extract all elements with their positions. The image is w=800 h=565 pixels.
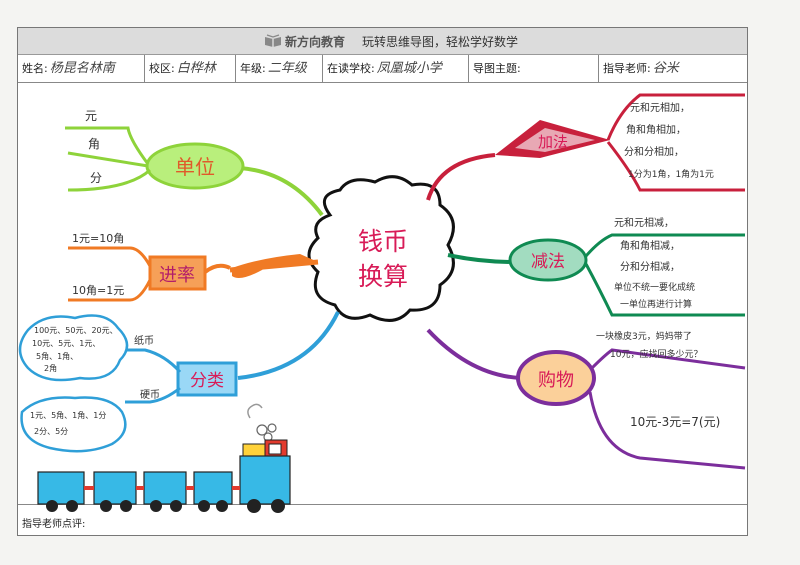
- branch-unit: 单位 元 角 分: [65, 109, 324, 217]
- add-leaf-2: 角和角相加，: [626, 123, 686, 136]
- center-node: 钱币 换算: [307, 175, 455, 322]
- category-coin-label: 硬币: [140, 389, 160, 401]
- branch-shop-label: 购物: [538, 370, 574, 391]
- name-label: 姓名:: [22, 62, 48, 75]
- school-label: 在读学校:: [327, 62, 375, 75]
- brand-name: 新方向教育: [285, 35, 346, 49]
- branch-add-label: 加法: [538, 133, 568, 151]
- grade-cell: 年级:二年级: [236, 55, 323, 82]
- header-bar: 新方向教育 玩转思维导图，轻松学好数学: [18, 28, 747, 55]
- center-line-2: 换算: [358, 262, 408, 291]
- add-leaf-3: 分和分相加，: [624, 145, 684, 158]
- branch-add: 加法 元和元相加， 角和角相加， 分和分相加， 1分为1角，1角为1元: [426, 93, 745, 201]
- branch-category: 分类 纸币 硬币 100元、50元、20元、 10元、5元、1元、 5角、1角、…: [18, 311, 340, 453]
- name-cell: 姓名:杨昆名林南: [18, 55, 145, 82]
- branch-category-label: 分类: [190, 371, 224, 391]
- paper-item-4: 2角: [44, 363, 57, 373]
- campus-value: 白桦林: [176, 61, 216, 76]
- teacher-cell: 指导老师:谷米: [599, 55, 747, 82]
- footer-divider: [18, 504, 747, 505]
- branch-rate: 进率 1元=10角 10角=1元: [68, 232, 319, 302]
- paper-item-3: 5角、1角、: [36, 351, 78, 361]
- rate-leaf-2: 10角=1元: [72, 284, 124, 297]
- branch-sub: 减法 元和元相减， 角和角相减， 分和分相减， 单位不统一要化成统 一单位再进行…: [447, 216, 745, 317]
- campus-label: 校区:: [149, 62, 175, 75]
- add-leaf-1: 元和元相加，: [630, 101, 690, 114]
- unit-leaf-fen: 分: [90, 171, 102, 185]
- sub-leaf-4: 单位不统一要化成统: [614, 281, 695, 293]
- add-leaf-4: 1分为1角，1角为1元: [628, 168, 714, 180]
- coin-item-2: 2分、5分: [34, 427, 68, 436]
- campus-cell: 校区:白桦林: [145, 55, 236, 82]
- train-drawing-icon: [37, 403, 291, 513]
- school-value: 凤凰城小学: [376, 61, 442, 76]
- topic-label: 导图主题:: [473, 62, 521, 75]
- center-line-1: 钱币: [358, 227, 408, 256]
- sub-leaf-5: 一单位再进行计算: [620, 298, 692, 310]
- paper-item-1: 100元、50元、20元、: [34, 326, 118, 335]
- teacher-comment-label: 指导老师点评:: [22, 519, 86, 530]
- branch-shop: 购物 一块橡皮3元，妈妈带了 10元，应找回多少元？ 10元-3元=7(元): [426, 328, 746, 470]
- worksheet: 新方向教育 玩转思维导图，轻松学好数学 姓名:杨昆名林南 校区:白桦林 年级:二…: [17, 27, 748, 536]
- grade-label: 年级:: [240, 62, 266, 75]
- unit-leaf-jiao: 角: [88, 137, 100, 151]
- shop-leaf-2: 10元，应找回多少元？: [610, 348, 702, 360]
- paper-item-2: 10元、5元、1元、: [32, 339, 100, 348]
- book-logo-icon: [265, 34, 281, 47]
- sub-leaf-3: 分和分相减，: [620, 260, 680, 273]
- unit-leaf-yuan: 元: [85, 109, 97, 123]
- brand-slogan: 玩转思维导图，轻松学好数学: [362, 35, 519, 49]
- topic-cell: 导图主题:: [469, 55, 599, 82]
- coin-item-1: 1元、5角、1角、1分: [30, 410, 106, 420]
- teacher-value: 谷米: [652, 61, 679, 76]
- branch-unit-label: 单位: [175, 155, 215, 179]
- shop-leaf-3: 10元-3元=7(元): [630, 415, 720, 429]
- sub-leaf-1: 元和元相减，: [614, 216, 674, 229]
- category-paper-label: 纸币: [134, 334, 154, 347]
- school-cell: 在读学校:凤凰城小学: [323, 55, 469, 82]
- teacher-label: 指导老师:: [603, 62, 651, 75]
- student-info-row: 姓名:杨昆名林南 校区:白桦林 年级:二年级 在读学校:凤凰城小学 导图主题: …: [18, 55, 747, 83]
- branch-sub-label: 减法: [531, 252, 565, 272]
- name-value: 杨昆名林南: [49, 61, 115, 76]
- rate-leaf-1: 1元=10角: [72, 232, 124, 245]
- grade-value: 二年级: [267, 61, 307, 76]
- sub-leaf-2: 角和角相减，: [620, 239, 680, 252]
- branch-rate-label: 进率: [159, 265, 195, 286]
- shop-leaf-1: 一块橡皮3元，妈妈带了: [596, 330, 692, 342]
